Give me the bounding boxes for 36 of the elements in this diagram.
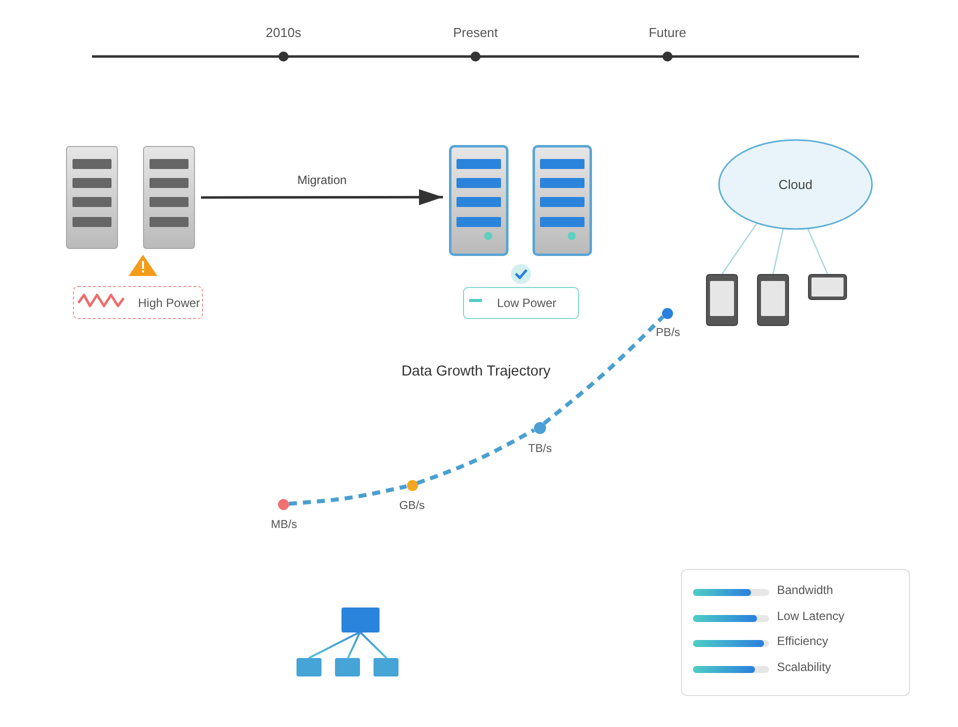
data-rate-label: MB/s (270, 519, 298, 533)
status-label: High Power (138, 295, 200, 310)
node-label: Cloud (778, 176, 812, 192)
dashed-trend-line (542, 315, 664, 426)
servers-illustration (66, 146, 195, 249)
metric-label: Bandwidth (777, 582, 834, 597)
status-box (73, 286, 203, 319)
smartphone-icon (757, 274, 789, 326)
data-rate-label: GB/s (399, 500, 425, 514)
data-rate-label: TB/s (528, 443, 552, 457)
dashed-trend-line (416, 428, 536, 486)
status-box (463, 287, 579, 319)
smartphone-icon (706, 274, 738, 326)
data-point-icon (534, 422, 546, 434)
connector-line (807, 228, 828, 274)
dashed-trend-line (288, 484, 407, 506)
edge-label: Migration (295, 173, 349, 188)
data-rate-label: PB/s (656, 327, 680, 341)
metric-label: Scalability (777, 660, 832, 674)
cloud-ellipse (718, 139, 873, 230)
servers-illustration (449, 145, 592, 256)
section-title: Data Growth Trajectory (401, 363, 551, 381)
connector-line (772, 228, 784, 274)
tablet-icon (808, 274, 847, 300)
data-point-icon (662, 308, 672, 318)
timeline-label: Future (648, 25, 686, 41)
connector-line (721, 223, 758, 274)
metrics-panel (681, 569, 910, 696)
metric-label: Low Latency (777, 608, 844, 623)
timeline-label: Present (453, 25, 498, 41)
data-point-icon (278, 499, 289, 510)
timeline-label: 2010s (266, 25, 302, 41)
arrow (201, 189, 443, 206)
data-point-icon (406, 480, 418, 491)
status-label: Low Power (497, 296, 556, 310)
metric-label: Efficiency (777, 634, 828, 648)
